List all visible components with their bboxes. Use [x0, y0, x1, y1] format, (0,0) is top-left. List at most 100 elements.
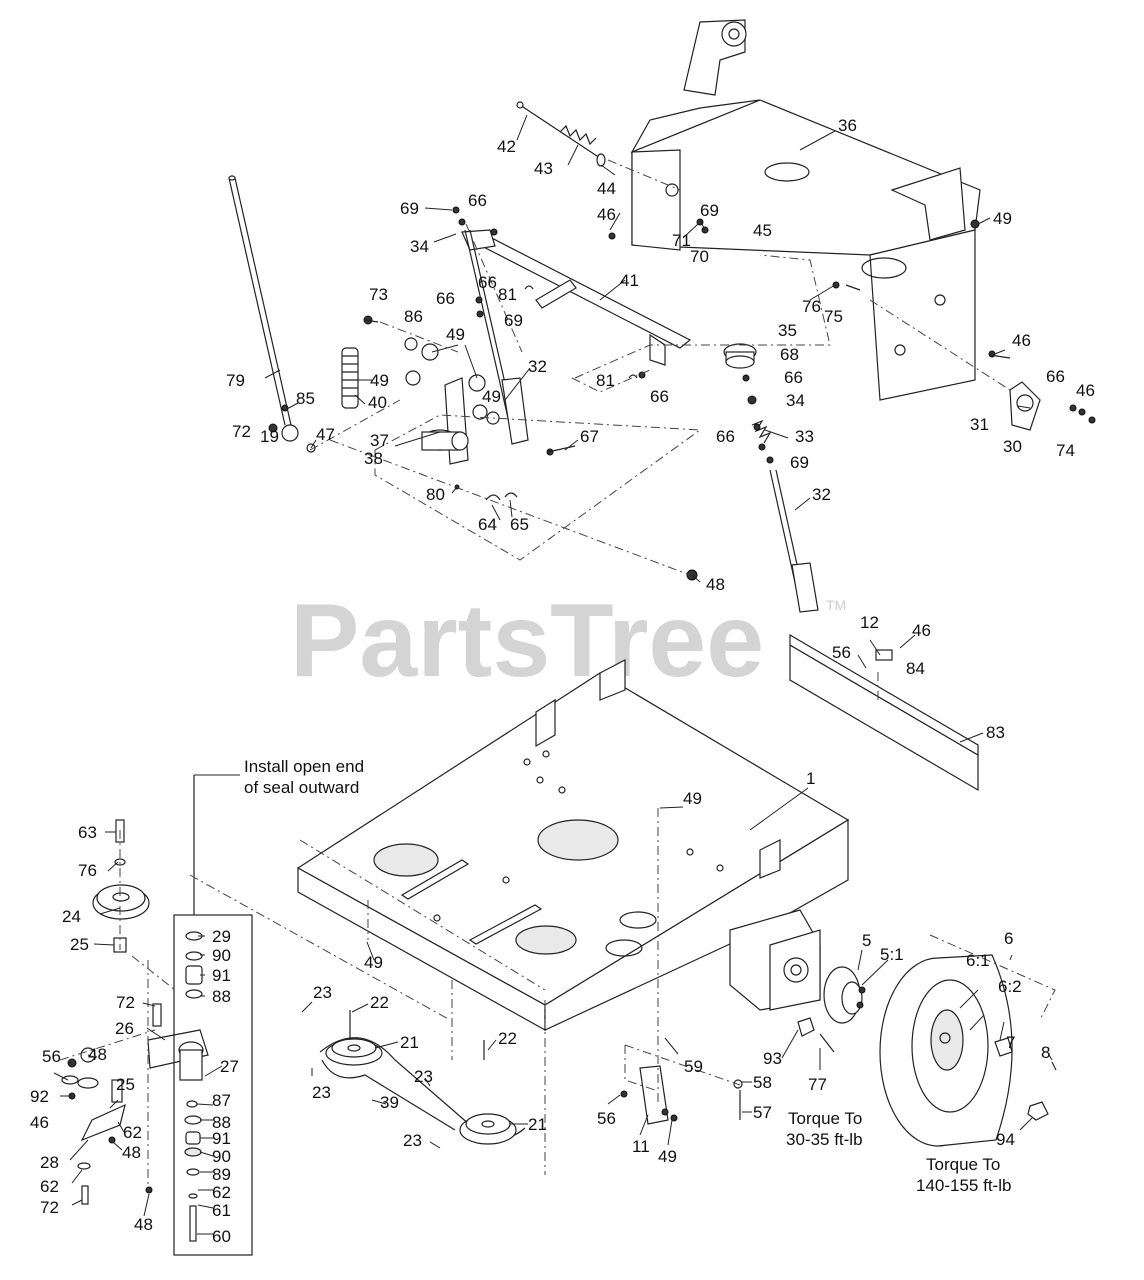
part-label: 46: [1012, 331, 1031, 350]
seal-note-line2: of seal outward: [244, 778, 359, 797]
part-label: 56: [42, 1047, 61, 1066]
part-label: 8: [1041, 1043, 1050, 1062]
part-label: 72: [116, 993, 135, 1012]
part-label: 49: [993, 209, 1012, 228]
assembly-lines-upper: [309, 159, 1011, 576]
brake-lever-79: [228, 175, 299, 442]
part-label: 25: [70, 935, 89, 954]
part-label: 90: [212, 1147, 231, 1166]
part-label: 64: [478, 515, 497, 534]
bearing-31: [1009, 381, 1041, 431]
part-label: 48: [122, 1143, 141, 1162]
part-label: 35: [778, 321, 797, 340]
wheel-6: [879, 954, 1013, 1147]
part-label: 84: [906, 659, 925, 678]
part-label: 77: [808, 1075, 827, 1094]
part-label: 72: [232, 422, 251, 441]
part-label: 46: [30, 1113, 49, 1132]
part-label: 94: [996, 1130, 1015, 1149]
part-label: 76: [802, 297, 821, 316]
part-label: 87: [212, 1091, 231, 1110]
part-label: 24: [62, 907, 81, 926]
part-label: 23: [313, 983, 332, 1002]
part-label: 12: [860, 613, 879, 632]
part-label: 69: [504, 311, 523, 330]
part-label: 48: [706, 575, 725, 594]
part-label: 88: [212, 987, 231, 1006]
part-labels: 42 43 44 36 49 69 66 34 46 71 69 70 45 6…: [30, 116, 1095, 1246]
wheel-hardware: [797, 1017, 1057, 1121]
wheel-torque-note: Torque To 140-155 ft-lb: [916, 1155, 1011, 1195]
idler-arm-26: [147, 1029, 209, 1081]
part-label: 40: [368, 393, 387, 412]
part-label: 80: [426, 485, 445, 504]
part-label: 92: [30, 1087, 49, 1106]
main-frame-1: [296, 659, 850, 1032]
part-label: 1: [806, 769, 815, 788]
part-label: 66: [436, 289, 455, 308]
part-label: 28: [40, 1153, 59, 1172]
part-label: 44: [597, 179, 616, 198]
part-label: 93: [763, 1049, 782, 1068]
part-label: 6: [1004, 929, 1013, 948]
idler-pulley-24: [92, 819, 150, 953]
part-label: 49: [658, 1147, 677, 1166]
part-label: 46: [912, 621, 931, 640]
part-label: 21: [528, 1115, 547, 1134]
part-label: 66: [478, 273, 497, 292]
part-label: 75: [824, 307, 843, 326]
part-label: 43: [534, 159, 553, 178]
part-label: 66: [468, 191, 487, 210]
rear-shield-83: [789, 633, 979, 792]
leader-lines: [53, 114, 1053, 1235]
part-label: 61: [212, 1201, 231, 1220]
rear-bracket-36: [630, 19, 981, 401]
part-label: 73: [369, 285, 388, 304]
seal-note-line1: Install open end: [244, 757, 364, 776]
part-label: 33: [795, 427, 814, 446]
part-label: 39: [380, 1093, 399, 1112]
part-label: 34: [410, 237, 429, 256]
part-label: 29: [212, 927, 231, 946]
part-label: 49: [370, 371, 389, 390]
hub-5: [823, 966, 866, 1024]
part-label: 23: [403, 1131, 422, 1150]
spring-40: [341, 347, 359, 409]
part-label: 60: [212, 1227, 231, 1246]
part-label: 23: [414, 1067, 433, 1086]
part-label: 46: [1076, 381, 1095, 400]
part-label: 27: [220, 1057, 239, 1076]
part-label: 30: [1003, 437, 1022, 456]
part-label: 69: [790, 453, 809, 472]
spindle-detail-box: [173, 775, 253, 1256]
part-label: 11: [632, 1137, 650, 1156]
pedal-rod-32-upper: [464, 229, 529, 445]
part-label: 70: [690, 247, 709, 266]
part-label: 91: [212, 1129, 231, 1148]
part-label: 38: [364, 449, 383, 468]
watermark-brand: PartsTree: [290, 583, 764, 699]
watermark-trademark: TM: [826, 597, 846, 613]
wheel-torque-line1: Torque To: [926, 1155, 1000, 1174]
seal-note: Install open end of seal outward: [194, 757, 364, 797]
hub-torque-note: Torque To 30-35 ft-lb: [786, 1109, 863, 1149]
part-label: 81: [596, 371, 615, 390]
part-label: 69: [400, 199, 419, 218]
pulley-21-right: [459, 1040, 517, 1145]
part-label: 42: [497, 137, 516, 156]
part-label: 62: [212, 1183, 231, 1202]
part-label: 7: [1006, 1033, 1015, 1052]
part-label: 5:1: [880, 945, 904, 964]
part-label: 47: [316, 425, 335, 444]
part-label: 81: [498, 285, 517, 304]
part-label: 85: [296, 389, 315, 408]
part-label: 49: [446, 325, 465, 344]
part-label: 74: [1056, 441, 1075, 460]
part-label: 68: [780, 345, 799, 364]
part-label: 49: [364, 953, 383, 972]
part-label: 67: [580, 427, 599, 446]
left-hardware: [61, 1003, 162, 1205]
part-label: 22: [498, 1029, 517, 1048]
bolt-spring-42-43: [516, 101, 606, 167]
part-label: 19: [260, 427, 279, 446]
